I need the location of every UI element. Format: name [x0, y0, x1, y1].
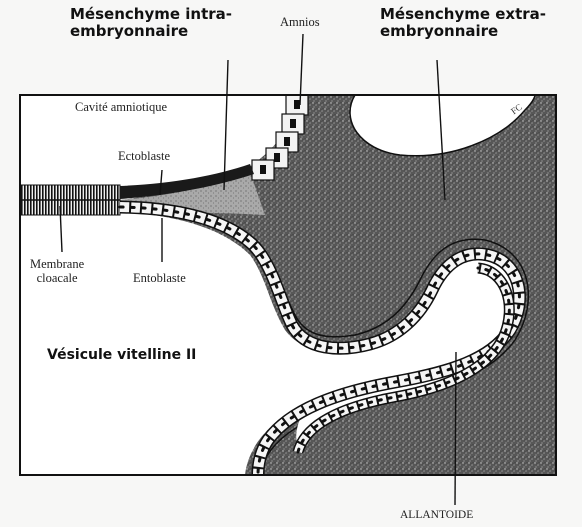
label-amnios: Amnios — [280, 15, 320, 29]
label-cavite-amniotique: Cavité amniotique — [75, 100, 167, 114]
label-ectoblaste: Ectoblaste — [118, 149, 170, 163]
label-membrane-cloacale: Membrane cloacale — [30, 257, 84, 286]
label-vesicule-vitelline: Vésicule vitelline II — [47, 347, 196, 363]
label-mesenchyme-intra: Mésenchyme intra- embryonnaire — [70, 6, 232, 41]
label-allantoide: ALLANTOIDE — [400, 509, 473, 522]
label-entoblaste: Entoblaste — [133, 271, 186, 285]
label-mesenchyme-extra: Mésenchyme extra- embryonnaire — [380, 6, 546, 41]
